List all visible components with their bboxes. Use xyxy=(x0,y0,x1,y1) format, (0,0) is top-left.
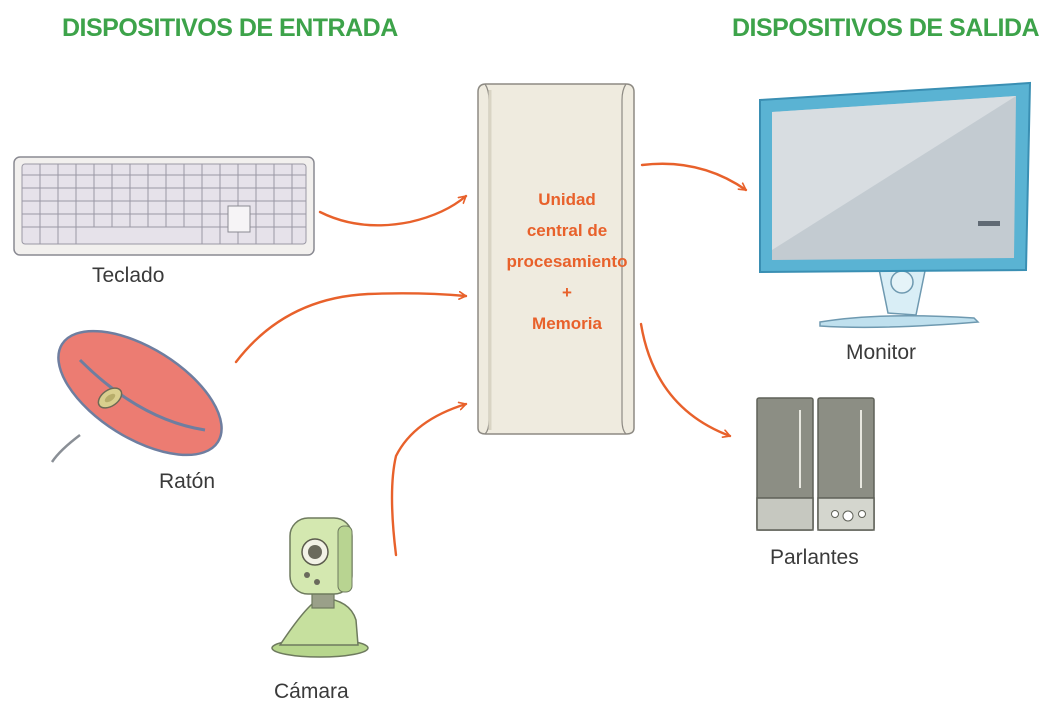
arrow-cpu-to-monitor xyxy=(640,162,748,192)
cpu-label-line: central de xyxy=(526,221,608,240)
input-devices-heading: DISPOSITIVOS DE ENTRADA xyxy=(62,14,398,42)
mouse-icon xyxy=(50,329,223,463)
cpu-cylinder xyxy=(477,83,635,435)
camera-label: Cámara xyxy=(274,680,349,703)
monitor-icon xyxy=(759,81,1032,329)
output-devices-heading: DISPOSITIVOS DE SALIDA xyxy=(732,14,1040,42)
monitor-label: Monitor xyxy=(846,341,917,364)
arrow-camera-to-cpu xyxy=(390,404,468,557)
arrow-keyboard-to-cpu xyxy=(318,194,468,227)
camera-icon xyxy=(271,517,369,658)
cpu-label-line: + xyxy=(562,283,572,302)
keyboard-icon xyxy=(13,156,315,256)
mouse-label: Ratón xyxy=(159,470,216,493)
speakers-icon xyxy=(756,397,875,531)
cpu-label-line: procesamiento xyxy=(506,252,628,271)
arrow-mouse-to-cpu xyxy=(234,293,468,364)
cpu-label-line: Unidad xyxy=(538,190,596,209)
speakers-label: Parlantes xyxy=(770,546,859,569)
arrow-cpu-to-speakers xyxy=(639,322,732,436)
keyboard-label: Teclado xyxy=(92,264,165,287)
cpu-label: Unidad central de procesamiento + Memori… xyxy=(497,184,637,339)
cpu-label-line: Memoria xyxy=(532,314,602,333)
